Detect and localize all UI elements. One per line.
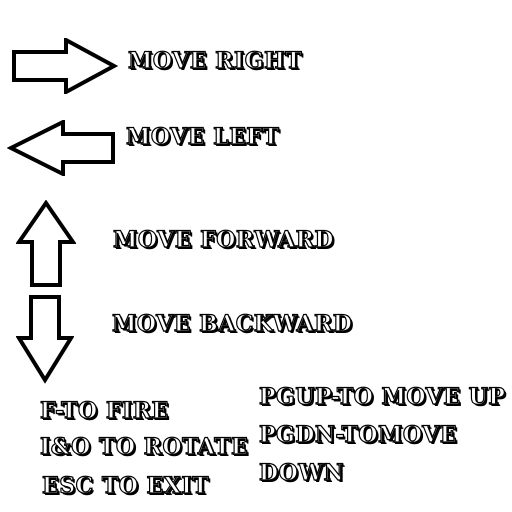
arrow-left-icon: [7, 120, 115, 176]
move-left-label: MOVE LEFT: [125, 124, 280, 150]
exit-key-label: ESC TO EXIT: [41, 473, 210, 499]
move-forward-label: MOVE FORWARD: [112, 227, 334, 253]
move-right-label: MOVE RIGHT: [127, 48, 303, 74]
fire-key-label: F-TO FIRE: [39, 398, 169, 424]
pgup-key-label: PGUP-TO MOVE UP: [258, 384, 506, 410]
arrow-up-icon: [16, 200, 76, 287]
move-backward-label: MOVE BACKWARD: [111, 311, 353, 337]
rotate-key-label: I&O TO ROTATE: [39, 434, 249, 460]
pgdn-key-label-continued: DOWN: [258, 460, 345, 486]
arrow-right-icon: [12, 38, 118, 94]
arrow-down-icon: [16, 295, 74, 384]
pgdn-key-label: PGDN-TOMOVE: [258, 422, 458, 448]
